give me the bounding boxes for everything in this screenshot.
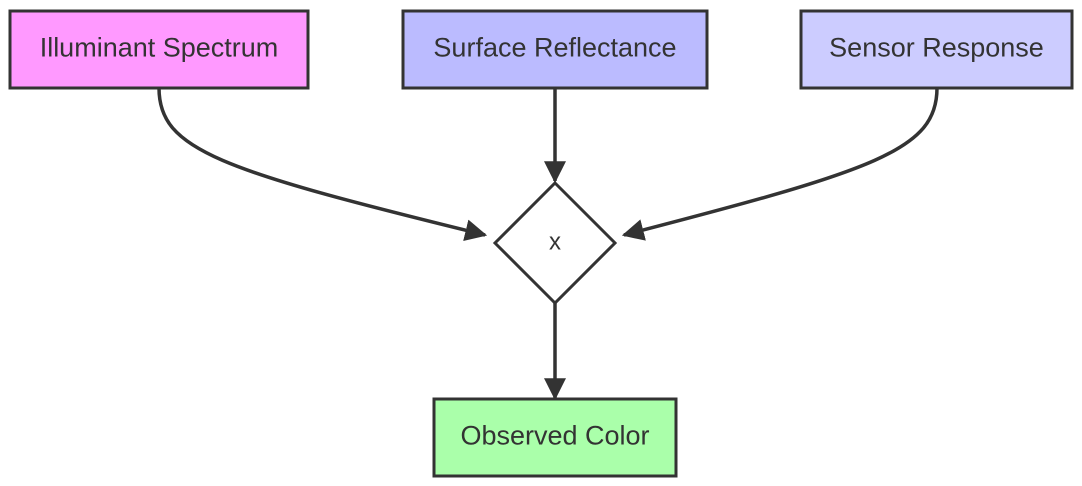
edge-sensor-to-operator — [621, 87, 939, 241]
node-illuminant-spectrum: Illuminant Spectrum — [8, 9, 310, 90]
node-sensor-response: Sensor Response — [799, 9, 1074, 90]
edge-line-illuminant — [157, 87, 488, 241]
surface-box — [401, 9, 709, 90]
node-surface-reflectance: Surface Reflectance — [401, 9, 709, 90]
operator-label: x — [549, 228, 561, 255]
node-operator-multiply: x — [492, 180, 618, 306]
edge-illuminant-to-operator — [157, 87, 488, 241]
operator-diamond — [492, 180, 618, 306]
illuminant-box — [8, 9, 310, 90]
node-observed-color: Observed Color — [432, 397, 678, 478]
sensor-label: Sensor Response — [829, 33, 1044, 63]
observed-label: Observed Color — [460, 421, 649, 451]
observed-box — [432, 397, 678, 478]
edge-line-sensor — [621, 87, 939, 241]
illuminant-label: Illuminant Spectrum — [40, 33, 279, 63]
sensor-box — [799, 9, 1074, 90]
surface-label: Surface Reflectance — [433, 33, 676, 63]
